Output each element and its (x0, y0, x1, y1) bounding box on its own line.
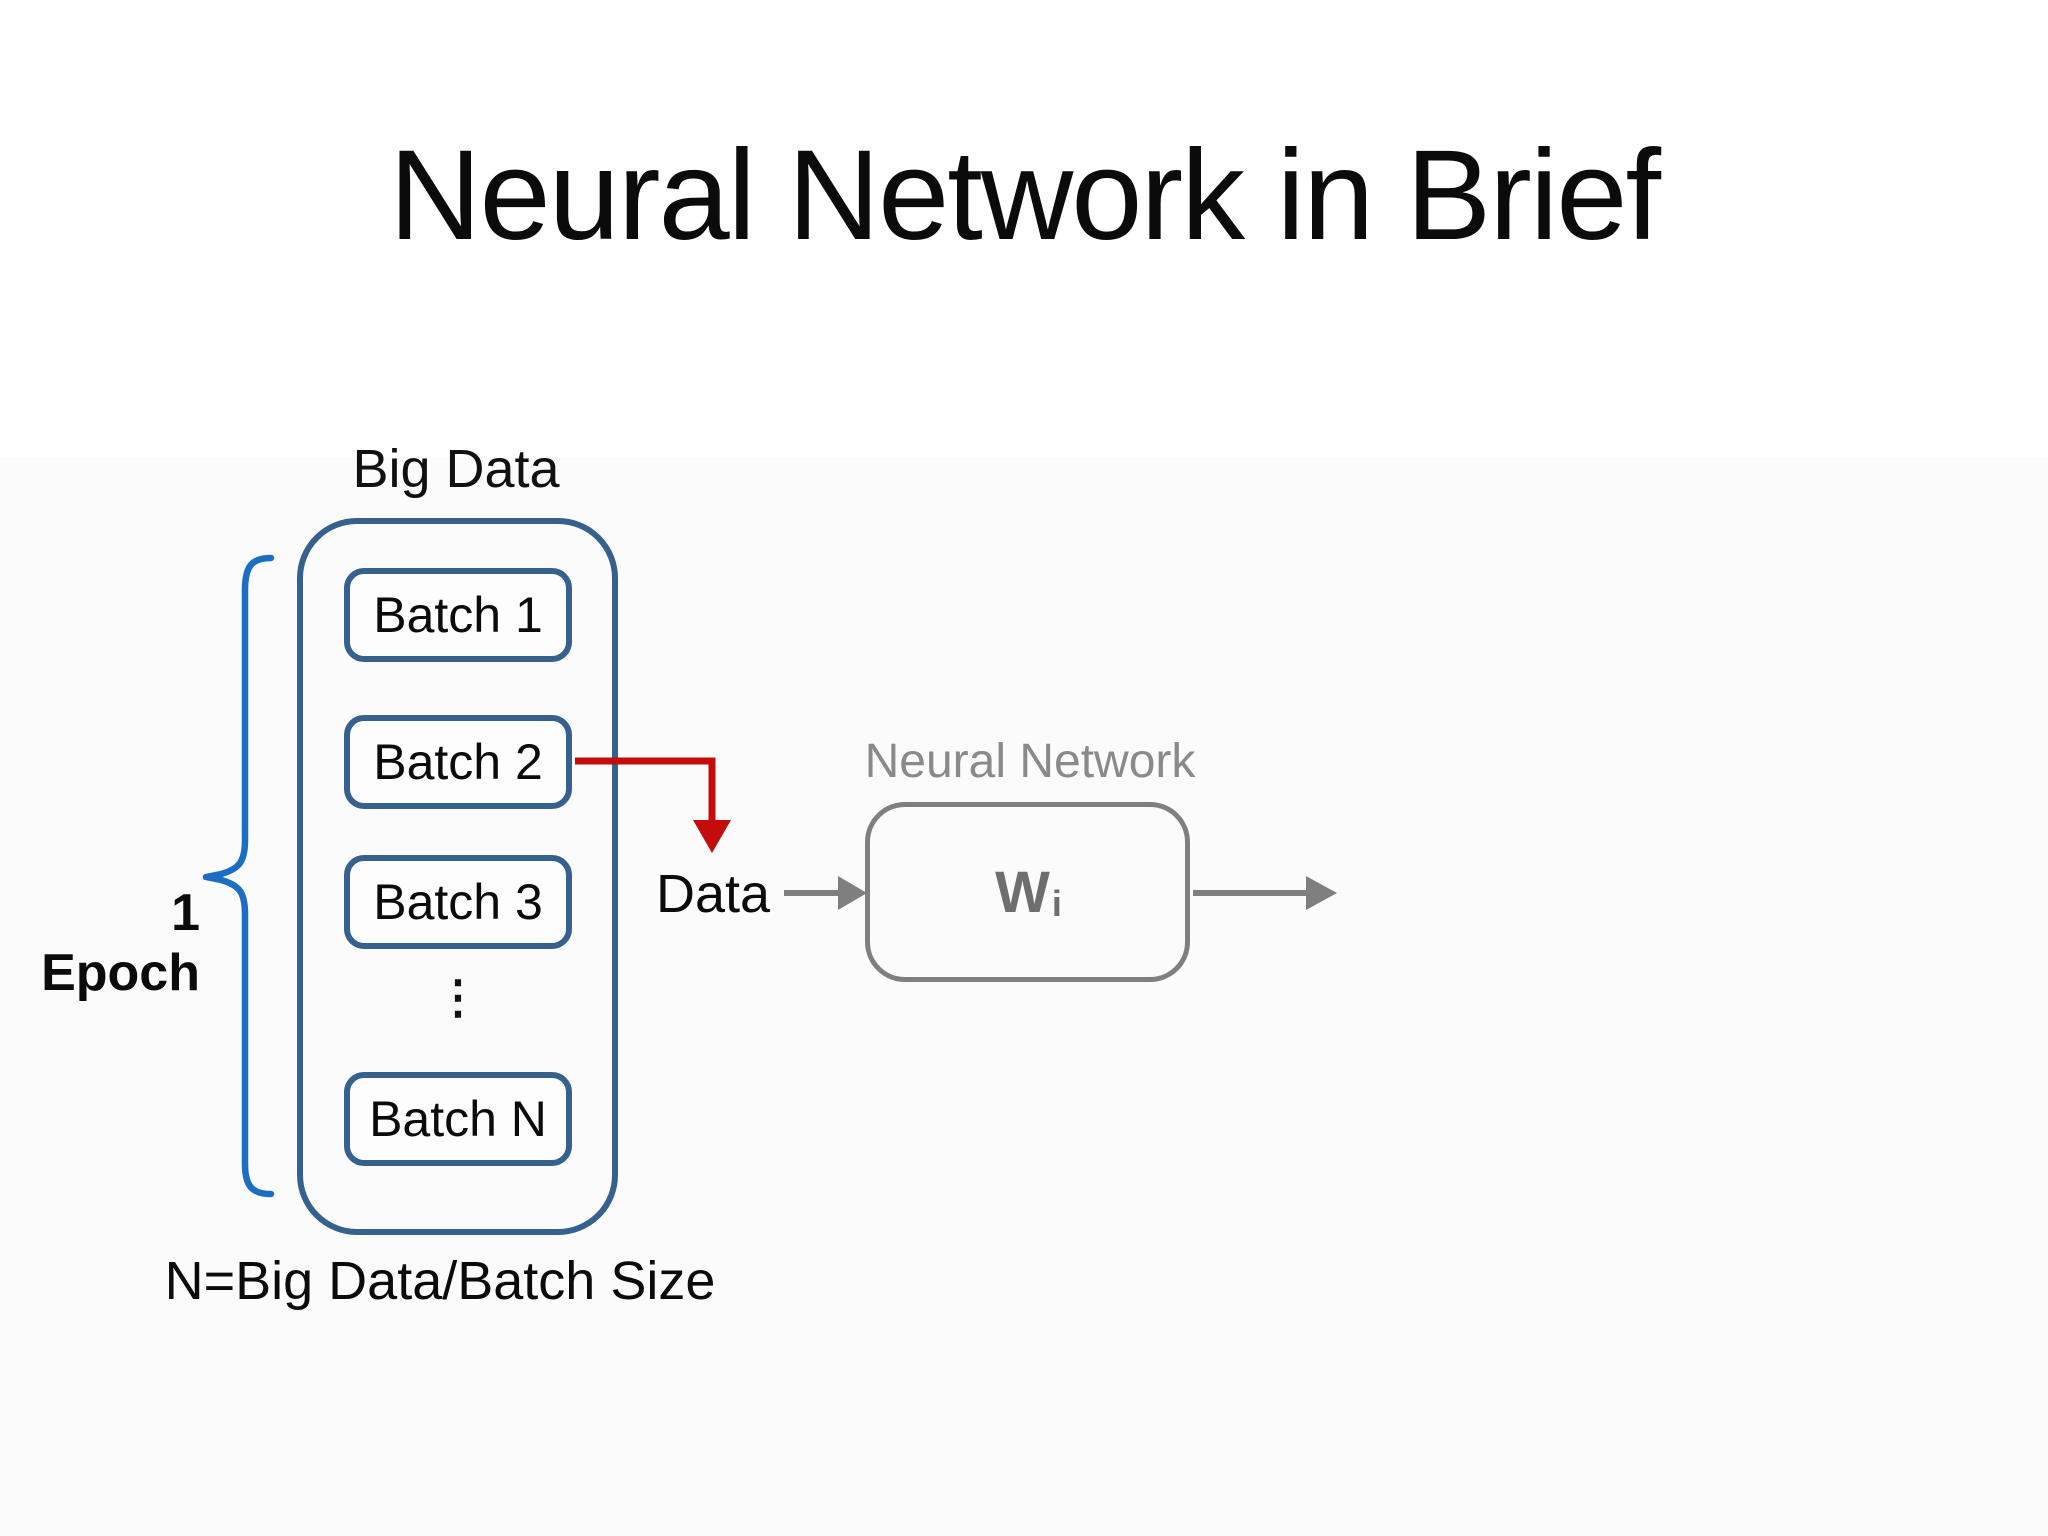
batch-label-1: Batch 1 (373, 587, 543, 643)
batch-ellipsis: ⋮ (435, 971, 481, 1023)
epoch-label: 1 Epoch (41, 884, 200, 1002)
neural-network-box: W i (865, 802, 1190, 982)
batch-label-n: Batch N (369, 1091, 547, 1147)
neural-network-label: Neural Network (864, 735, 1196, 788)
batch-box-1: Batch 1 (344, 568, 572, 662)
batch-box-2: Batch 2 (344, 715, 572, 809)
weight-symbol: W (995, 859, 1050, 925)
slide-title: Neural Network in Brief (389, 124, 1661, 267)
big-data-label: Big Data (352, 439, 560, 499)
weight-subscript: i (1051, 883, 1062, 924)
batch-label-2: Batch 2 (373, 734, 543, 790)
batch-box-3: Batch 3 (344, 855, 572, 949)
data-label: Data (655, 864, 771, 924)
big-data-container (297, 518, 618, 1235)
batch-box-n: Batch N (344, 1072, 572, 1166)
formula-label: N=Big Data/Batch Size (164, 1251, 716, 1311)
batch-label-3: Batch 3 (373, 874, 543, 930)
